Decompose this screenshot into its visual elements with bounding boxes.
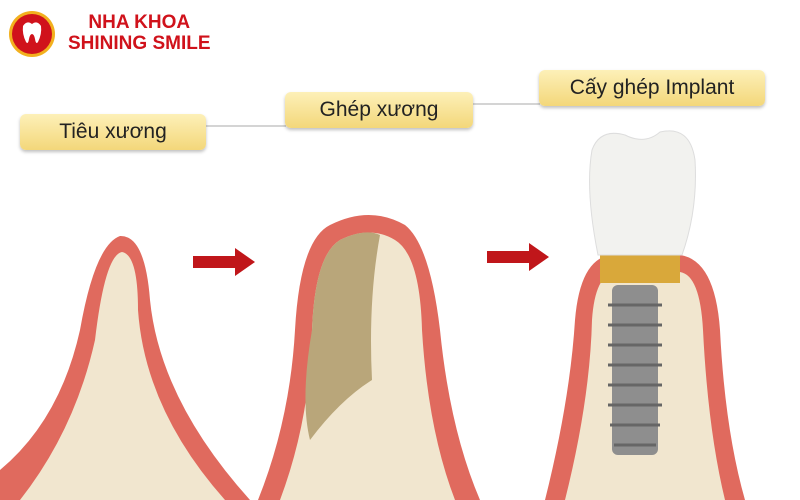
implant-ridge (545, 130, 745, 500)
resorbed-bone-ridge (0, 235, 250, 500)
abutment-collar (600, 255, 680, 283)
label-step-3: Cấy ghép Implant (539, 70, 765, 106)
implant-screw (612, 285, 658, 455)
logo-badge (9, 11, 55, 57)
tooth-icon (22, 22, 42, 43)
brand-line-2: SHINING SMILE (68, 33, 211, 54)
arrow-right-icon (487, 243, 549, 271)
bone-graft-ridge (258, 215, 480, 500)
label-step-2: Ghép xương (285, 92, 473, 128)
brand-name: NHA KHOA SHINING SMILE (68, 12, 211, 54)
arrow-right-icon (193, 248, 255, 276)
crown (589, 130, 696, 256)
brand-line-1: NHA KHOA (88, 12, 191, 33)
label-step-1: Tiêu xương (20, 114, 206, 150)
